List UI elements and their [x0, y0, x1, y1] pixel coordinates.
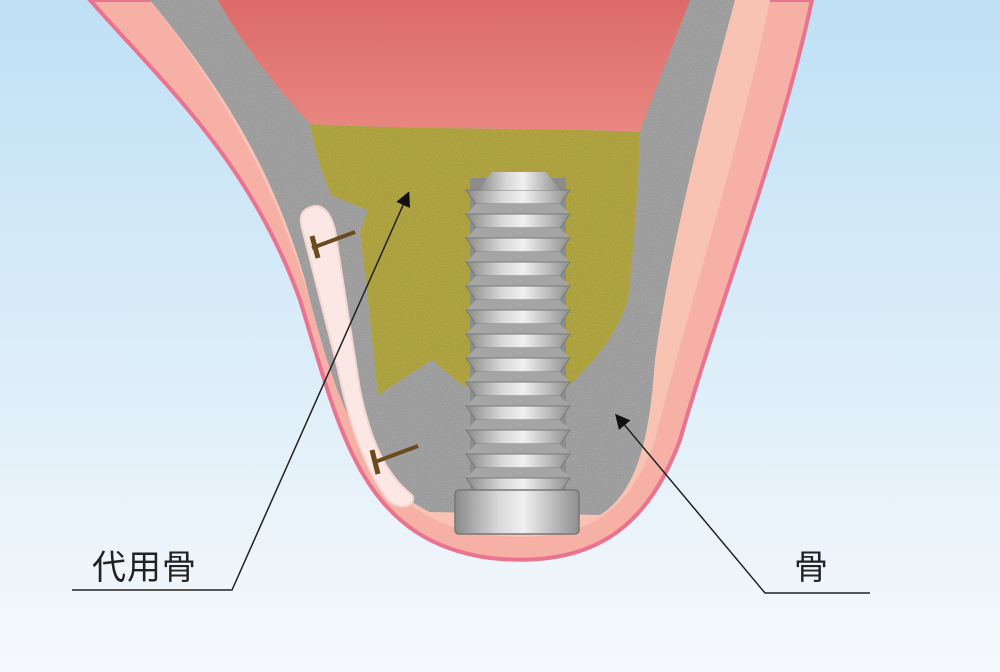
implant-thread-underside — [466, 444, 570, 454]
maxillary-sinus — [218, 0, 690, 132]
fixation-pin-lower — [369, 444, 419, 475]
fixation-pin-upper — [309, 230, 356, 259]
implant-thread — [465, 429, 571, 445]
graft-bone-label: 代用骨 — [92, 548, 197, 588]
implant-thread-underside — [466, 396, 570, 406]
implant-thread-underside — [466, 348, 570, 358]
implant-thread-underside — [466, 204, 570, 214]
implant-thread — [465, 333, 571, 349]
implant-thread-underside — [466, 228, 570, 238]
dental-implant — [454, 172, 580, 535]
implant-thread-underside — [466, 276, 570, 286]
implant-thread-underside — [466, 300, 570, 310]
implant-thread — [465, 453, 571, 469]
implant-thread — [465, 357, 571, 373]
implant-thread — [465, 285, 571, 301]
graft-leader-line — [72, 191, 410, 591]
implant-thread-underside — [466, 420, 570, 430]
implant-thread — [465, 189, 571, 205]
membrane — [299, 205, 415, 508]
bone-label: 骨 — [794, 548, 829, 588]
implant-thread — [465, 405, 571, 421]
implant-thread-underside — [466, 372, 570, 382]
implant-thread — [465, 237, 571, 253]
implant-thread-underside — [466, 324, 570, 334]
implant-thread-underside — [466, 468, 570, 478]
implant-thread-underside — [466, 252, 570, 262]
implant-thread — [465, 213, 571, 229]
bone-leader-line — [615, 413, 870, 594]
implant-thread — [465, 309, 571, 325]
implant-thread — [465, 381, 571, 397]
implant-thread — [465, 261, 571, 277]
